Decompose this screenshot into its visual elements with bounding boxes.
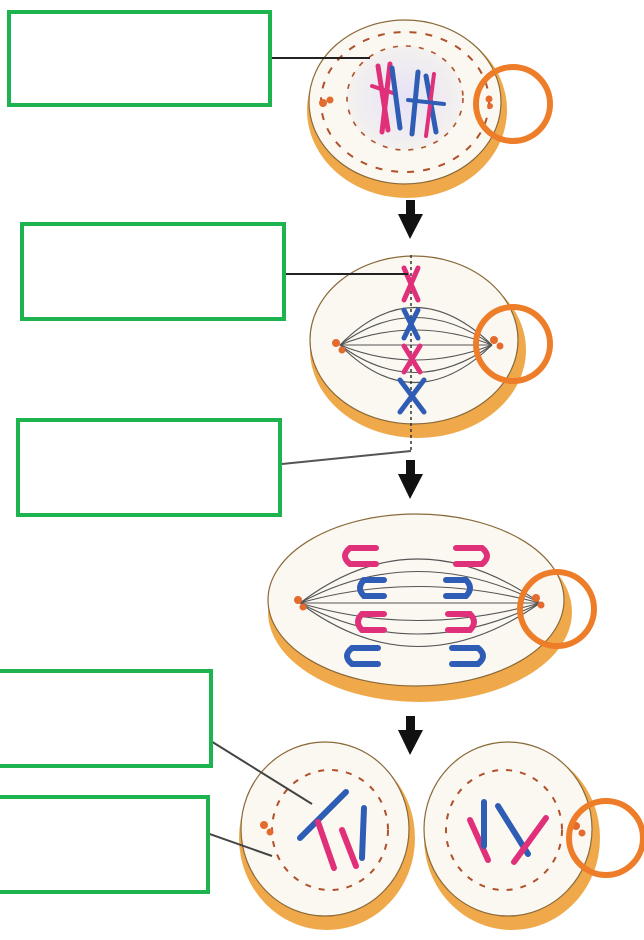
metaphase-cell <box>309 255 526 450</box>
telophase-chromosomes-right <box>467 799 549 865</box>
telophase-cell <box>239 741 600 930</box>
label-box-spindle[interactable] <box>16 418 282 517</box>
anaphase-chromosomes <box>342 545 490 667</box>
prophase-chromosomes <box>370 61 446 138</box>
highlight-circle <box>566 798 644 878</box>
label-box-prophase[interactable] <box>7 10 272 107</box>
centriole-icon <box>332 339 346 354</box>
anaphase-spindle <box>299 558 541 647</box>
label-box-telophase-lower[interactable] <box>0 795 210 894</box>
down-arrow-icon <box>398 460 423 499</box>
highlight-circle <box>473 304 553 384</box>
centriole-icon <box>260 821 274 836</box>
highlight-circle <box>473 64 553 144</box>
telophase-chromosomes-left <box>297 789 367 871</box>
highlight-circle <box>517 569 597 649</box>
centriole-icon <box>490 336 504 350</box>
metaphase-chromosomes <box>397 265 427 415</box>
centriole-icon <box>319 96 334 107</box>
centriole-icon <box>532 594 545 609</box>
prophase-cell <box>307 19 507 198</box>
centriole-icon <box>294 596 307 611</box>
centriole-icon <box>485 95 493 109</box>
label-box-telophase-upper[interactable] <box>0 669 213 768</box>
down-arrow-icon <box>398 200 423 239</box>
highlight-circles <box>473 64 644 878</box>
down-arrow-icon <box>398 716 423 755</box>
label-box-metaphase[interactable] <box>20 222 286 321</box>
anaphase-cell <box>267 513 572 702</box>
